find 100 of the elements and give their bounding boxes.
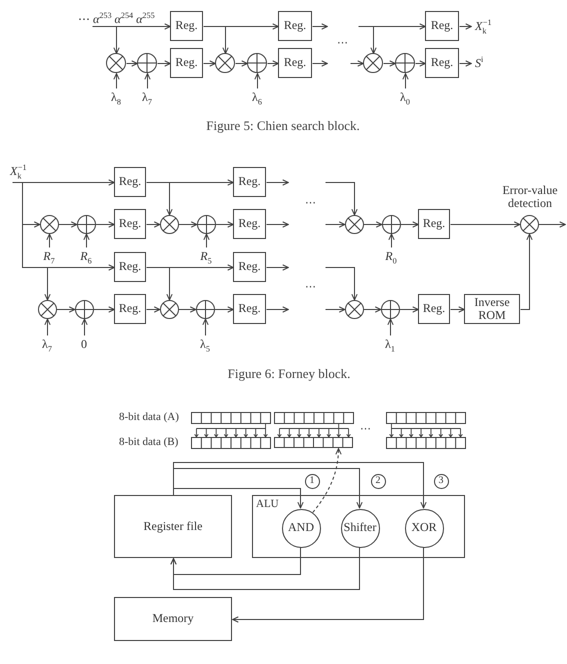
coefficient-label: λ$_{8}$ — [106, 88, 126, 105]
arrow — [144, 73, 151, 89]
arrow — [92, 26, 120, 54]
continuation-dots: ⋯ — [360, 423, 371, 435]
register-block: Reg. — [170, 48, 203, 78]
arrow — [267, 60, 279, 67]
output-label: S$^{i}$ — [471, 52, 495, 74]
arrow — [312, 60, 328, 67]
coefficient-label: 0 — [75, 335, 93, 352]
coefficient-label: R$_{6}$ — [77, 247, 95, 264]
coefficient-label: λ$_{6}$ — [247, 88, 267, 105]
arrow — [157, 60, 171, 67]
arrow — [81, 318, 88, 336]
register-block: Reg. — [170, 11, 203, 41]
register-block: Reg. — [418, 209, 450, 239]
adder-symbol — [247, 53, 267, 73]
arrow — [388, 234, 395, 248]
arrow — [520, 234, 533, 310]
arrow — [538, 221, 566, 228]
coefficient-label: λ$_{1}$ — [381, 335, 399, 352]
arrow — [203, 60, 216, 67]
dashed-arrow — [312, 448, 342, 513]
arrow — [266, 306, 289, 313]
arrow — [402, 73, 409, 89]
register-file-block: Register file — [114, 495, 232, 558]
register-block: Reg. — [233, 294, 266, 324]
arrow — [214, 306, 234, 313]
arrow — [203, 26, 229, 54]
arrow — [254, 73, 261, 89]
arrow — [450, 221, 520, 228]
arrow — [83, 234, 90, 248]
multiplier-symbol — [344, 300, 364, 318]
arrow — [400, 306, 419, 313]
operation-circle: Shifter — [340, 508, 380, 548]
arrow — [325, 182, 358, 216]
arrow — [203, 234, 210, 248]
arrow — [325, 221, 346, 228]
register-block: Reg. — [233, 252, 266, 282]
coefficient-label: λ$_{0}$ — [395, 88, 415, 105]
coefficient-label: λ$_{5}$ — [196, 335, 214, 352]
arrow — [146, 182, 173, 216]
multiplier-symbol — [160, 300, 178, 318]
multiplier-symbol — [38, 300, 56, 318]
multiplier-symbol — [40, 214, 58, 234]
multiplier-symbol — [215, 53, 235, 73]
register-block: Reg. — [114, 209, 146, 239]
arrow — [12, 182, 51, 300]
adder-symbol — [196, 300, 214, 318]
row-label: 8-bit data (B) — [119, 435, 178, 449]
arrow — [173, 488, 304, 508]
arrow — [173, 468, 363, 508]
input-sequence-label: ⋯ α$^{253}$ α$^{254}$ α$^{255}$ — [78, 6, 168, 26]
arrow — [178, 221, 198, 228]
node-caption: Error-value detection — [501, 184, 559, 210]
operation-circle: AND — [282, 508, 320, 548]
arrow — [364, 306, 382, 313]
arrow — [364, 221, 382, 228]
coefficient-label: R$_{0}$ — [382, 247, 400, 264]
arrow — [450, 306, 465, 313]
adder-symbol — [382, 214, 400, 234]
arrow — [146, 267, 173, 300]
rom-block: Inverse ROM — [464, 294, 520, 324]
multiplier-symbol — [160, 214, 178, 234]
continuation-dots: ⋯ — [337, 37, 348, 49]
coefficient-label: R$_{5}$ — [197, 247, 215, 264]
alu-block — [252, 495, 465, 558]
continuation-dots: ⋯ — [305, 197, 316, 209]
register-block: Reg. — [233, 209, 266, 239]
multiplier-symbol — [106, 53, 126, 73]
adder-symbol — [196, 214, 216, 234]
register-block: Reg. — [114, 167, 146, 197]
arrow — [235, 60, 248, 67]
register-block: Reg. — [425, 48, 459, 78]
register-block: Reg. — [114, 252, 146, 282]
arrow — [266, 179, 289, 186]
arrow — [350, 60, 364, 67]
arrow — [358, 26, 377, 54]
continuation-dots: ⋯ — [305, 281, 316, 293]
adder-symbol — [137, 53, 157, 73]
arrow — [46, 234, 53, 248]
arrow — [325, 267, 358, 300]
register-block: Reg. — [278, 11, 312, 41]
multiplier-symbol — [520, 214, 538, 234]
arrow — [170, 546, 360, 590]
arrow — [387, 318, 394, 336]
arrow — [44, 318, 51, 336]
callout-number: 2 — [370, 474, 386, 488]
row-label: 8-bit data (A) — [119, 410, 179, 424]
arrow — [383, 60, 396, 67]
register-block: Reg. — [114, 294, 146, 324]
adder-symbol — [380, 300, 400, 318]
arrow — [266, 221, 289, 228]
multiplier-symbol — [344, 214, 364, 234]
callout-number: 3 — [434, 474, 448, 488]
callout-number: 1 — [304, 474, 320, 488]
register-block: Reg. — [418, 294, 450, 324]
arrow — [146, 221, 160, 228]
multiplier-symbol — [363, 53, 383, 73]
arrow — [459, 23, 472, 30]
register-block: Reg. — [278, 48, 312, 78]
